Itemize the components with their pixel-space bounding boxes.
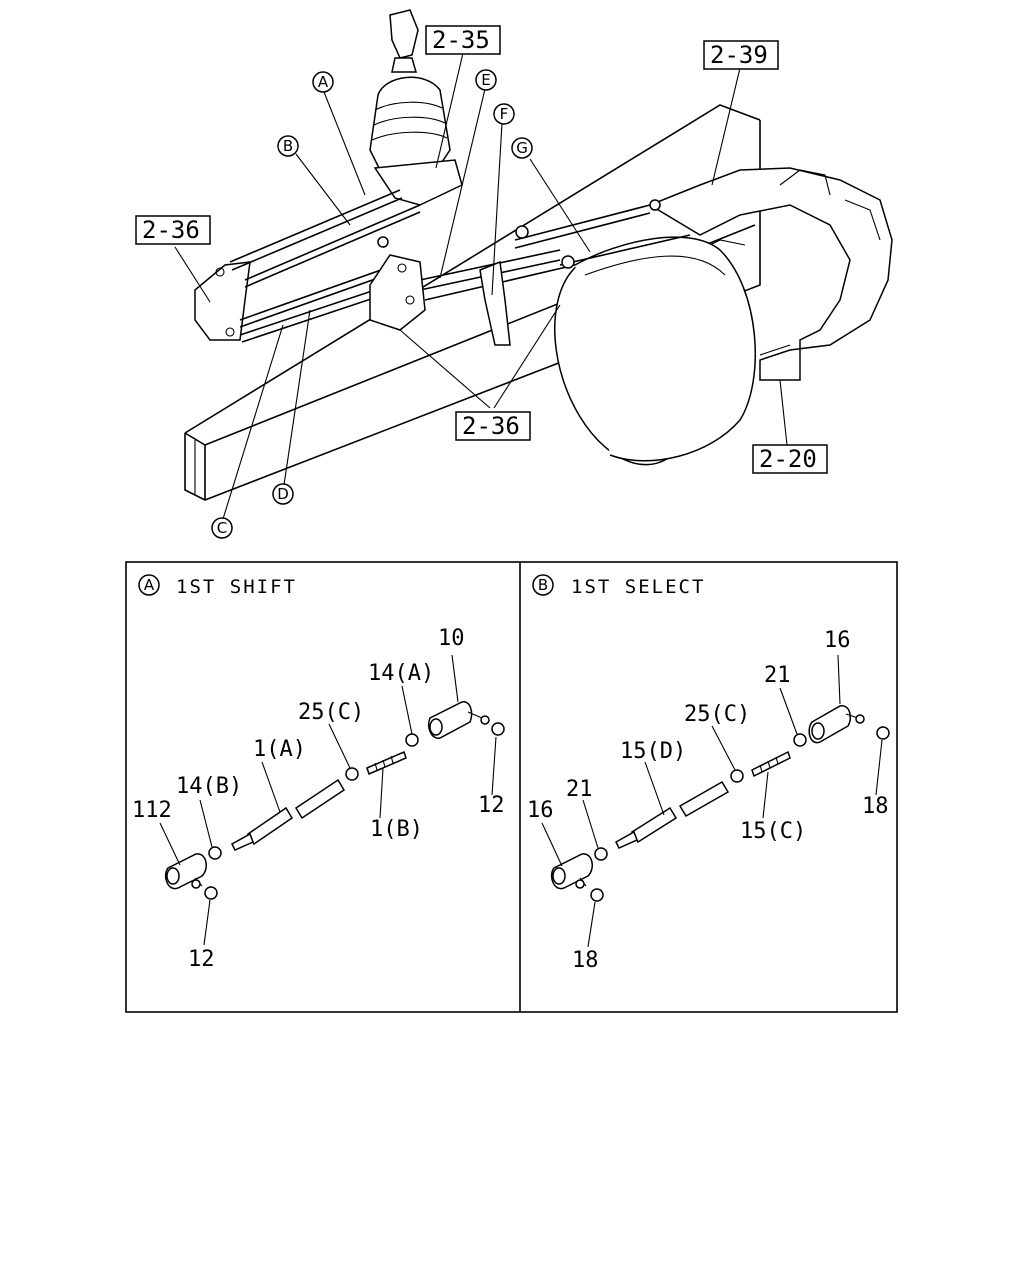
panel-a-parts bbox=[164, 701, 505, 900]
svg-text:A: A bbox=[144, 576, 155, 594]
part-label-14b[interactable]: 14(B) bbox=[176, 774, 242, 799]
part-label-1a[interactable]: 1(A) bbox=[253, 737, 306, 762]
panel-b-parts bbox=[550, 705, 890, 902]
svg-text:1ST SHIFT: 1ST SHIFT bbox=[176, 576, 297, 598]
part-label-12-right[interactable]: 12 bbox=[478, 793, 505, 818]
part-label-25c[interactable]: 25(C) bbox=[684, 702, 750, 727]
svg-text:B: B bbox=[538, 576, 548, 594]
ref-box-2-35[interactable]: 2-35 bbox=[425, 25, 501, 55]
part-label-112[interactable]: 112 bbox=[132, 798, 172, 823]
bell-housing bbox=[553, 236, 756, 466]
part-label-10[interactable]: 10 bbox=[438, 626, 465, 651]
svg-text:2-20: 2-20 bbox=[759, 445, 817, 473]
callout-a: A bbox=[312, 71, 334, 93]
part-label-16-left[interactable]: 16 bbox=[527, 798, 554, 823]
panel-1st-shift: A 1ST SHIFT bbox=[132, 574, 505, 972]
callout-e: E bbox=[475, 69, 497, 91]
leader-lines bbox=[174, 52, 788, 520]
lever-bracket bbox=[194, 261, 251, 341]
part-label-18-bottom[interactable]: 18 bbox=[572, 948, 599, 973]
svg-text:F: F bbox=[500, 105, 509, 123]
part-label-15c[interactable]: 15(C) bbox=[740, 819, 806, 844]
part-label-16-right[interactable]: 16 bbox=[824, 628, 851, 653]
callout-f: F bbox=[493, 103, 515, 125]
ref-box-2-39[interactable]: 2-39 bbox=[703, 40, 779, 70]
panel-b-leaders bbox=[541, 654, 883, 948]
svg-text:1ST SELECT: 1ST SELECT bbox=[571, 576, 705, 598]
svg-text:2-39: 2-39 bbox=[710, 41, 768, 69]
callout-d: D bbox=[272, 483, 294, 505]
detail-panels bbox=[125, 561, 898, 1013]
callout-g: G bbox=[511, 137, 533, 159]
svg-text:A: A bbox=[318, 73, 329, 91]
shift-lever bbox=[369, 9, 463, 206]
part-label-12-bottom[interactable]: 12 bbox=[188, 947, 215, 972]
svg-text:B: B bbox=[283, 137, 293, 155]
panel-1st-select: B 1ST SELECT bbox=[527, 574, 890, 973]
part-label-14a[interactable]: 14(A) bbox=[368, 661, 434, 686]
svg-text:2-35: 2-35 bbox=[432, 26, 490, 54]
svg-text:G: G bbox=[516, 139, 528, 157]
panel-b-header: B 1ST SELECT bbox=[532, 574, 705, 598]
intermediate-bracket bbox=[369, 254, 511, 346]
ref-box-2-36-bottom[interactable]: 2-36 bbox=[455, 411, 531, 441]
callout-c: C bbox=[211, 517, 233, 539]
callout-b: B bbox=[277, 135, 299, 157]
panel-a-leaders bbox=[159, 654, 497, 946]
ref-box-2-20[interactable]: 2-20 bbox=[752, 444, 828, 474]
part-label-1b[interactable]: 1(B) bbox=[370, 817, 423, 842]
svg-text:2-36: 2-36 bbox=[142, 216, 200, 244]
overview-illustration: 2-35 2-39 2-36 2-36 2-20 A B C bbox=[135, 9, 893, 539]
part-label-15d[interactable]: 15(D) bbox=[620, 739, 686, 764]
panel-a-header: A 1ST SHIFT bbox=[138, 574, 297, 598]
svg-text:C: C bbox=[217, 519, 227, 537]
ref-box-2-36-left[interactable]: 2-36 bbox=[135, 215, 211, 245]
svg-text:D: D bbox=[277, 485, 289, 503]
part-label-18-right[interactable]: 18 bbox=[862, 794, 889, 819]
part-label-25c[interactable]: 25(C) bbox=[298, 700, 364, 725]
svg-text:E: E bbox=[481, 71, 490, 89]
svg-text:2-36: 2-36 bbox=[462, 412, 520, 440]
part-label-21-left[interactable]: 21 bbox=[566, 777, 593, 802]
transmission bbox=[648, 167, 893, 381]
part-label-21-right[interactable]: 21 bbox=[764, 663, 791, 688]
